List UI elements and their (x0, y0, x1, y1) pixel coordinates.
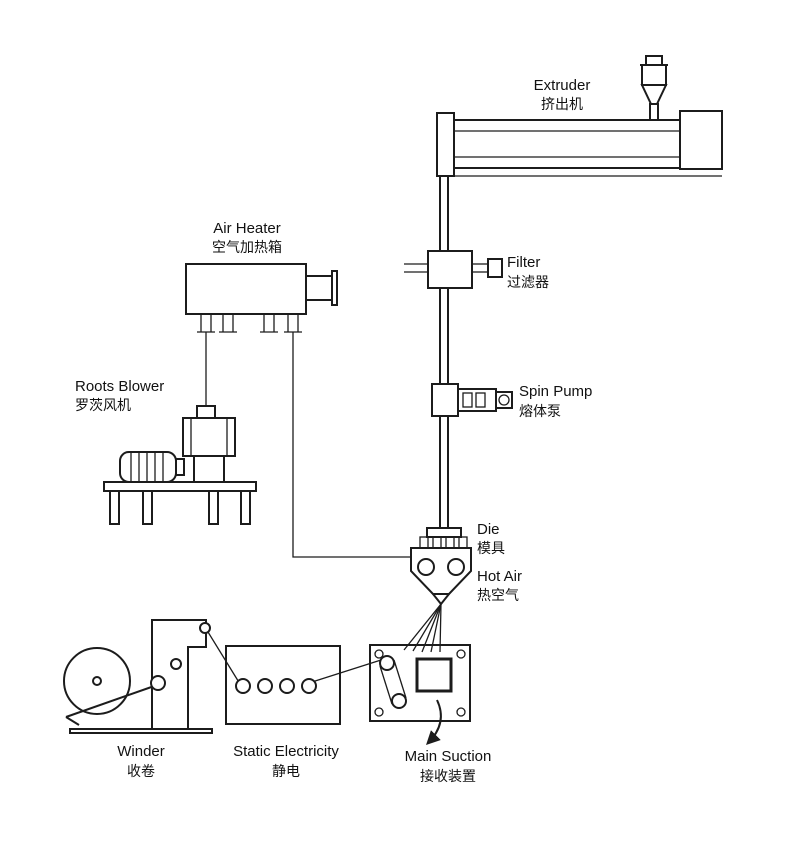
static-electricity-label-zh: 静电 (272, 763, 300, 779)
roots-blower-machine (103, 405, 257, 525)
hot-air-channel-right (447, 558, 465, 576)
static-electrodes (235, 678, 317, 694)
suction-corner-roller (456, 707, 466, 717)
hot-air-channel-left (417, 558, 435, 576)
blower-leg (208, 490, 219, 525)
air-heater-label-zh: 空气加热箱 (212, 239, 282, 255)
electrode (235, 678, 251, 694)
web-static-to-suction (311, 658, 385, 683)
conveyor-belt-line (393, 659, 407, 699)
winder-base (69, 728, 213, 734)
extruder-barrel (453, 119, 681, 169)
filament (430, 603, 442, 653)
hot-air-line-to-die (292, 332, 411, 558)
die-label-en: Die (477, 521, 500, 538)
winder-arm (65, 683, 161, 718)
filter-body (427, 250, 473, 289)
die-bolt (445, 536, 455, 549)
electrode (301, 678, 317, 694)
hopper-funnel (640, 84, 668, 105)
extruder-label-zh: 挤出机 (541, 96, 583, 112)
motor-coupling (175, 458, 185, 476)
web-winder-to-static (207, 631, 241, 685)
blower-leg (240, 490, 251, 525)
suction-corner-roller (456, 649, 466, 659)
suction-internals (374, 649, 466, 745)
blower-leg (109, 490, 120, 525)
winder-roller (150, 675, 166, 691)
suction-flow-arrow (426, 699, 442, 745)
hopper-cap (645, 55, 663, 66)
roots-blower-label-zh: 罗茨风机 (75, 397, 131, 413)
filter-label-zh: 过滤器 (507, 274, 549, 290)
winder-label-zh: 收卷 (127, 763, 155, 779)
hot-air-label-en: Hot Air (477, 568, 522, 585)
winder-handle (65, 716, 80, 726)
die-flange (426, 527, 462, 538)
filament-spray (403, 603, 442, 653)
die-bolt (419, 536, 429, 549)
main-suction-label-zh: 接收装置 (420, 768, 476, 784)
suction-corner-roller (374, 649, 384, 659)
extruder-label-en: Extruder (534, 77, 591, 94)
winder-label-en: Winder (117, 743, 165, 760)
spin-pump-body (457, 388, 497, 412)
winder-machine (63, 619, 213, 734)
die-bolt (432, 536, 442, 549)
filament (403, 603, 442, 651)
spin-pump-label-en: Spin Pump (519, 383, 592, 400)
die-machine (410, 527, 472, 606)
extruder-left-block (436, 112, 455, 177)
air-heater-outlet (305, 275, 333, 301)
air-lines (205, 332, 411, 558)
blower-motor (119, 451, 177, 483)
filament (412, 603, 442, 652)
static-electricity-label-en: Static Electricity (233, 743, 339, 760)
blower-pedestal (193, 455, 225, 483)
die-tip (432, 593, 450, 606)
filament (439, 603, 442, 653)
suction-corner-roller (374, 707, 384, 717)
air-heater-flange (331, 270, 338, 306)
blower-inlet (196, 405, 216, 419)
die-label-zh: 模具 (477, 540, 505, 556)
winder-roll-hub (92, 676, 102, 686)
conveyor-pulley (379, 655, 395, 671)
die-bolt (458, 536, 468, 549)
winder-roller (170, 658, 182, 670)
filament (421, 603, 442, 653)
suction-chamber (415, 657, 453, 693)
blower-base (103, 481, 257, 492)
web-path (207, 631, 385, 685)
hopper-neck (649, 103, 659, 121)
air-heater-box (185, 263, 307, 315)
spin-pump-machine (431, 383, 513, 417)
electrode (279, 678, 295, 694)
filter-label-en: Filter (507, 254, 540, 271)
blower-leg (142, 490, 153, 525)
conveyor-pulley (391, 693, 407, 709)
extruder-gearbox (679, 110, 723, 170)
spin-pump-label-zh: 熔体泵 (519, 403, 561, 419)
hot-air-label-zh: 热空气 (477, 587, 519, 603)
filter-machine (404, 250, 503, 289)
spin-pump-motor (495, 391, 513, 409)
air-heater-label-en: Air Heater (213, 220, 281, 237)
hopper-body (641, 64, 667, 86)
winder-guide-roller (199, 622, 211, 634)
labels: Extruder 挤出机 Air Heater 空气加热箱 Roots Blow… (75, 77, 592, 784)
winder-frame (151, 619, 207, 729)
electrode (257, 678, 273, 694)
conveyor-belt-line (379, 665, 393, 705)
filter-side-block (487, 258, 503, 278)
main-suction-label-en: Main Suction (405, 748, 492, 765)
melt-pipe (439, 176, 449, 530)
air-heater-machine (185, 263, 338, 333)
roots-blower-label-en: Roots Blower (75, 378, 164, 395)
spin-pump-block (431, 383, 459, 417)
extruder-machine (436, 55, 723, 177)
